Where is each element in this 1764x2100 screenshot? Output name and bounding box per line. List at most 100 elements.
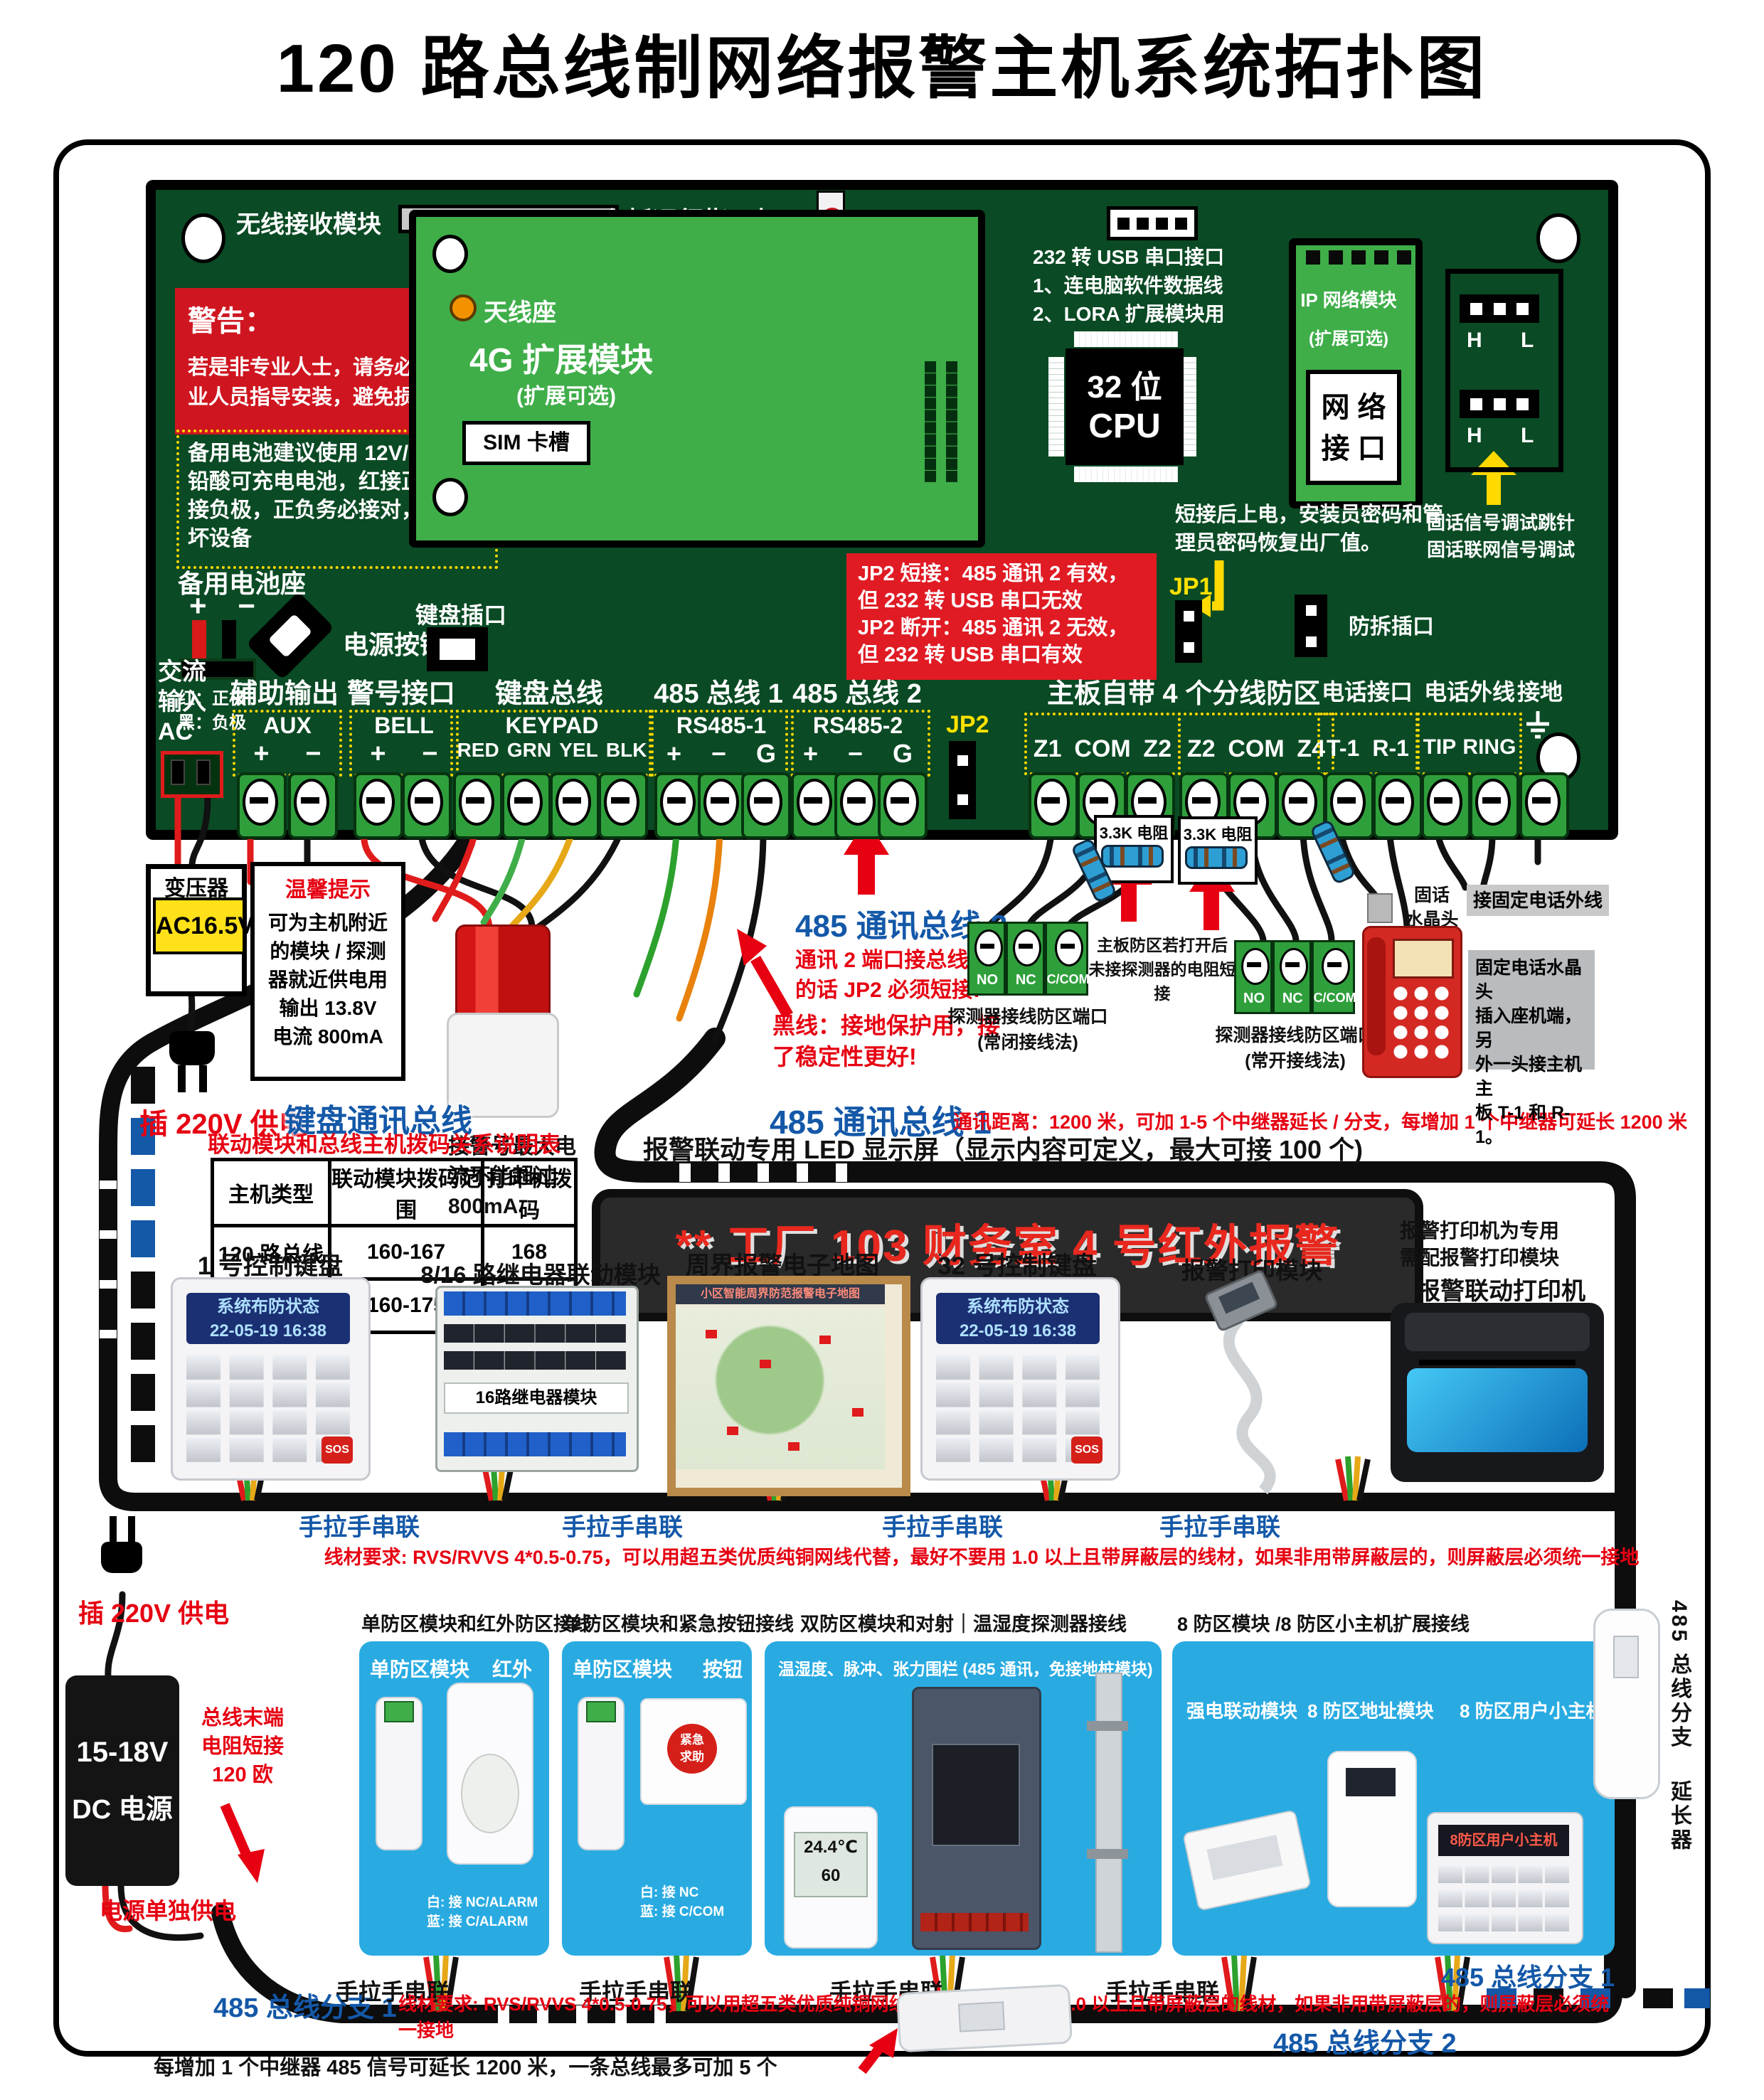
jp2-note-line: 但 232 转 USB 串口无效	[858, 590, 1083, 612]
4g-title: 4G 扩展模块	[469, 341, 654, 378]
screw-terminal[interactable]	[1470, 772, 1519, 839]
siren-body	[447, 1013, 559, 1118]
reset-line: 理员密码恢复出厂值。	[1175, 532, 1382, 555]
screw-terminal[interactable]	[550, 772, 600, 839]
transformer-label: 变压器	[164, 877, 228, 900]
plug-220v-label: 插 220V 供电	[139, 1109, 307, 1140]
keypad-socket-slot	[440, 639, 475, 660]
pin-label: Z1	[1033, 735, 1062, 762]
screw-terminal[interactable]	[288, 772, 338, 839]
dashed-branch-right	[1487, 1988, 1710, 2008]
end-res-line: 120 欧	[212, 1764, 273, 1786]
panel2-wire-note: 白: 接 NC 蓝: 接 C/COM	[640, 1883, 724, 1922]
jp2-note-line: 但 232 转 USB 串口有效	[858, 644, 1083, 666]
telout-title: 电话外线	[1423, 679, 1515, 705]
screw-terminal[interactable]	[654, 772, 704, 839]
transformer-voltage: AC16.5V	[153, 897, 254, 954]
map-marker	[760, 1360, 771, 1368]
jp1-label: JP1	[1169, 573, 1213, 600]
pin-label: GRN	[506, 739, 552, 761]
panic-button-cap[interactable]: 紧急 求助	[667, 1724, 717, 1774]
bus1-note: 通讯距离：1200 米，可加 1-5 个中继器延长 / 分支，每增加 1 个中继…	[953, 1112, 1688, 1133]
tel-info-line: 板 T-1 和 R-1。	[1475, 1103, 1571, 1147]
screw-terminal[interactable]	[402, 772, 452, 839]
screw-terminal[interactable]	[1421, 772, 1471, 839]
ac-label: 交流 输入 AC	[158, 657, 206, 747]
map-label: 周界报警电子地图	[686, 1252, 879, 1279]
screw-terminal[interactable]	[834, 772, 884, 839]
zone-host-keys[interactable]	[1438, 1866, 1569, 1931]
screw-terminal[interactable]	[878, 772, 928, 839]
pin-label: Z2	[1186, 735, 1216, 762]
thermo-hum: 60	[821, 1866, 841, 1885]
tamper-jumper-icon[interactable]	[1295, 595, 1327, 657]
screw-terminal[interactable]	[1373, 772, 1423, 839]
tip-line: 的模块 / 探测	[270, 940, 386, 962]
panel1-device-label: 红外	[492, 1658, 533, 1680]
table-cell: 160-167	[328, 1224, 484, 1281]
tamper-label: 防拆插口	[1349, 615, 1434, 639]
ground-icon	[1526, 711, 1549, 739]
sos-key[interactable]: SOS	[1071, 1437, 1102, 1464]
panel-note-line: 白: 接 NC/ALARM	[427, 1895, 538, 1910]
cpu-pins-left	[1048, 357, 1064, 457]
dc-line: DC 电源	[72, 1795, 173, 1825]
table-header: 联动模块拨码范围	[328, 1158, 484, 1227]
screen-line: 系统布防状态	[967, 1297, 1069, 1316]
screw-terminal[interactable]	[1029, 772, 1078, 839]
h-label: H	[1467, 424, 1482, 447]
screw-terminal[interactable]	[791, 772, 841, 839]
jack-line: 固话	[1413, 885, 1450, 905]
relay-terminal-strip	[444, 1432, 626, 1456]
jp2-jumper-icon[interactable]	[949, 741, 976, 819]
table-header: 主机类型	[211, 1158, 331, 1227]
repeater-note: 每增加 1 个中继器 485 信号可延长 1200 米，一条总线最多可加 5 个	[154, 2057, 777, 2079]
tel-title: 电话接口	[1321, 679, 1413, 705]
screw-terminal[interactable]	[501, 772, 551, 839]
pin-label: +	[370, 739, 386, 769]
end-res-line: 总线末端	[201, 1707, 284, 1729]
pin-label: COM	[1074, 735, 1131, 762]
screw-terminal[interactable]	[354, 772, 403, 839]
module-connector-icon	[384, 1701, 414, 1722]
jp1-jumper-icon[interactable]	[1175, 600, 1202, 663]
antenna-label: 天线座	[484, 299, 556, 326]
screw-terminal[interactable]	[741, 772, 791, 839]
map-banner: 小区智能周界防范报警电子地图	[676, 1284, 885, 1304]
sos-key[interactable]: SOS	[322, 1437, 353, 1464]
dc-power-supply: 15-18V DC 电源	[65, 1675, 179, 1886]
relay-bank	[444, 1324, 626, 1370]
printer-label: 报警联动打印机	[1416, 1278, 1585, 1305]
daisy-label: 手拉手串联	[579, 1979, 694, 2005]
thermo-temp: 24.4℃	[804, 1838, 858, 1857]
pin-label: +	[253, 739, 270, 769]
detector-terminal-no: NO NC C/COM	[1234, 940, 1356, 1014]
usb-note-line: 2、LORA 扩展模块用	[1033, 303, 1225, 325]
cpu-pins-top	[1074, 331, 1178, 347]
tel-info-line: 外一头接主机主	[1475, 1055, 1583, 1099]
screw-terminal[interactable]	[237, 772, 287, 839]
screw-terminal[interactable]	[1519, 772, 1569, 839]
screw-terminal[interactable]	[453, 772, 503, 839]
screw-terminal[interactable]	[598, 772, 648, 839]
screw-terminal[interactable]	[698, 772, 748, 839]
pin-label: +	[802, 739, 819, 768]
daisy-label: 手拉手串联	[1159, 1514, 1280, 1541]
detector-terminal-row-icon	[920, 1913, 1029, 1931]
panel4-header: 8 防区模块 /8 防区小主机扩展接线	[1177, 1614, 1470, 1635]
plug-icon	[169, 1031, 215, 1065]
pin-label: COM	[1228, 735, 1285, 762]
pin-label: G	[892, 739, 913, 768]
separate-power-note: 电源单独供电	[100, 1898, 237, 1924]
cpu-line: CPU	[1088, 407, 1161, 445]
phone-jack-icon	[1367, 893, 1393, 923]
daisy-label: 手拉手串联	[299, 1514, 420, 1541]
pin-header-icon	[925, 361, 936, 482]
bell-box: BELL +−	[349, 710, 459, 777]
relay-module-text: 16路继电器模块	[444, 1382, 629, 1414]
ac-terminal-slot	[171, 759, 185, 785]
end-res-line: 电阻短接	[201, 1735, 284, 1758]
keypad-screen: 系统布防状态 22-05-19 16:38	[186, 1293, 350, 1344]
pin-label: T-1	[1327, 735, 1360, 761]
